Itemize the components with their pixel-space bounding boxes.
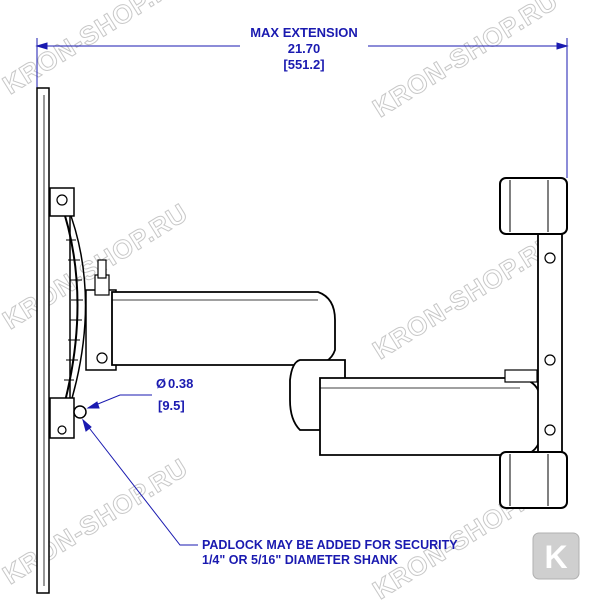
arrowhead-right [556,42,569,50]
hole-leader-line [87,394,152,409]
front-arm [111,291,336,366]
padlock-hole [73,405,87,419]
padlock-leader-line [82,419,198,546]
top-clip [49,187,75,217]
plate-outline [36,87,50,594]
tilt-bracket-arc [59,199,79,421]
logo-badge [532,532,580,580]
watermark-text: KRON-SHOP.RU [0,452,193,590]
wall-plate [499,177,568,509]
rear-arm-body [319,377,541,456]
dimension-mm: [551.2] [283,57,324,72]
rear-arm-cap [504,369,538,383]
head-bolt [96,352,108,364]
wall-cap-top [499,177,568,235]
arrowhead-left [35,42,48,50]
wall-bolt [544,354,556,366]
padlock-note-line1: PADLOCK MAY BE ADDED FOR SECURITY [202,538,458,552]
hole-diameter-mm: [9.5] [158,398,185,413]
bracket-ticks [64,239,83,381]
wall-plate-column [537,231,563,457]
padlock-leader-arrow [82,418,92,432]
hole-diameter-callout [86,394,152,409]
hole-diameter-value: 0.38 [168,376,193,391]
padlock-note-callout [82,418,198,546]
kron-logo: K [532,532,580,580]
tv-mounting-plate [36,87,87,594]
watermark-text: KRON-SHOP.RU [367,0,563,123]
wall-bolt [544,424,556,436]
watermark-text: KRON-SHOP.RU [0,0,193,100]
dimension-inches: 21.70 [288,41,321,56]
wall-bolt [544,252,556,264]
knob-top [97,259,107,279]
logo-letter: K [544,539,567,575]
top-clip-bolt [56,194,68,206]
front-arm-body [111,291,336,366]
wall-cap-bottom [499,451,568,509]
hole-diameter-symbol: Ø [156,376,166,391]
rear-arm [319,369,541,456]
bracket-frame [52,199,71,421]
bottom-clip-bolt [57,425,67,435]
max-extension-dimension [35,38,569,178]
tilt-head [85,259,117,371]
dimension-label: MAX EXTENSION [250,25,358,40]
watermark-text: KRON-SHOP.RU [367,227,563,365]
hole-leader-arrow [86,401,100,409]
padlock-note-line2: 1/4" OR 5/16" DIAMETER SHANK [202,553,398,567]
